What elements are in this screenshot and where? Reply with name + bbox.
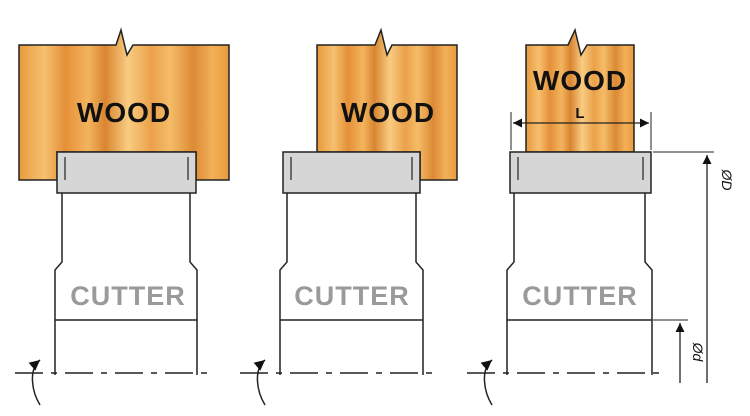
cutter-body-1 xyxy=(54,193,198,375)
outer-diameter-label: ØD xyxy=(719,169,735,191)
panel-2: WOOD CUTTER xyxy=(240,27,458,406)
bore-diameter-label: Ød xyxy=(690,342,706,363)
rotation-arrow-3 xyxy=(480,359,493,406)
rotation-arrow-2 xyxy=(253,359,266,406)
wood-label-3: WOOD xyxy=(533,65,627,96)
panel-3: WOOD L CUTTER ØD Ød xyxy=(467,27,735,406)
cutter-band-3 xyxy=(509,151,652,194)
cutter-body-2 xyxy=(279,193,424,375)
cutter-label-2: CUTTER xyxy=(294,281,410,311)
cutter-band-2 xyxy=(282,151,421,194)
wood-label-1: WOOD xyxy=(77,97,171,128)
panel-1: WOOD CUTTER xyxy=(15,27,230,406)
cutter-label-1: CUTTER xyxy=(70,281,186,311)
cutter-body-3 xyxy=(506,193,653,375)
wood-label-2: WOOD xyxy=(341,97,435,128)
rotation-arrow-1 xyxy=(28,359,41,406)
length-label: L xyxy=(575,105,584,122)
cutter-band-1 xyxy=(56,151,197,194)
cutter-label-3: CUTTER xyxy=(522,281,638,311)
